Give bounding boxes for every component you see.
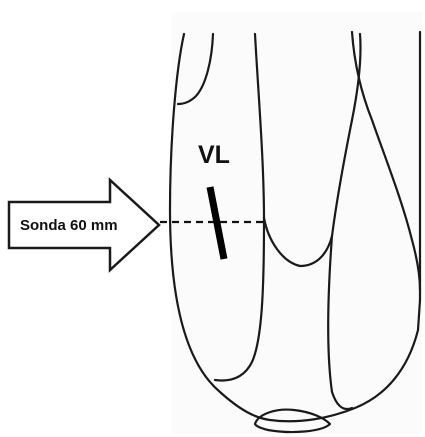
probe-label: Sonda 60 mm [20,217,118,234]
muscle-label-vl: VL [198,141,230,169]
